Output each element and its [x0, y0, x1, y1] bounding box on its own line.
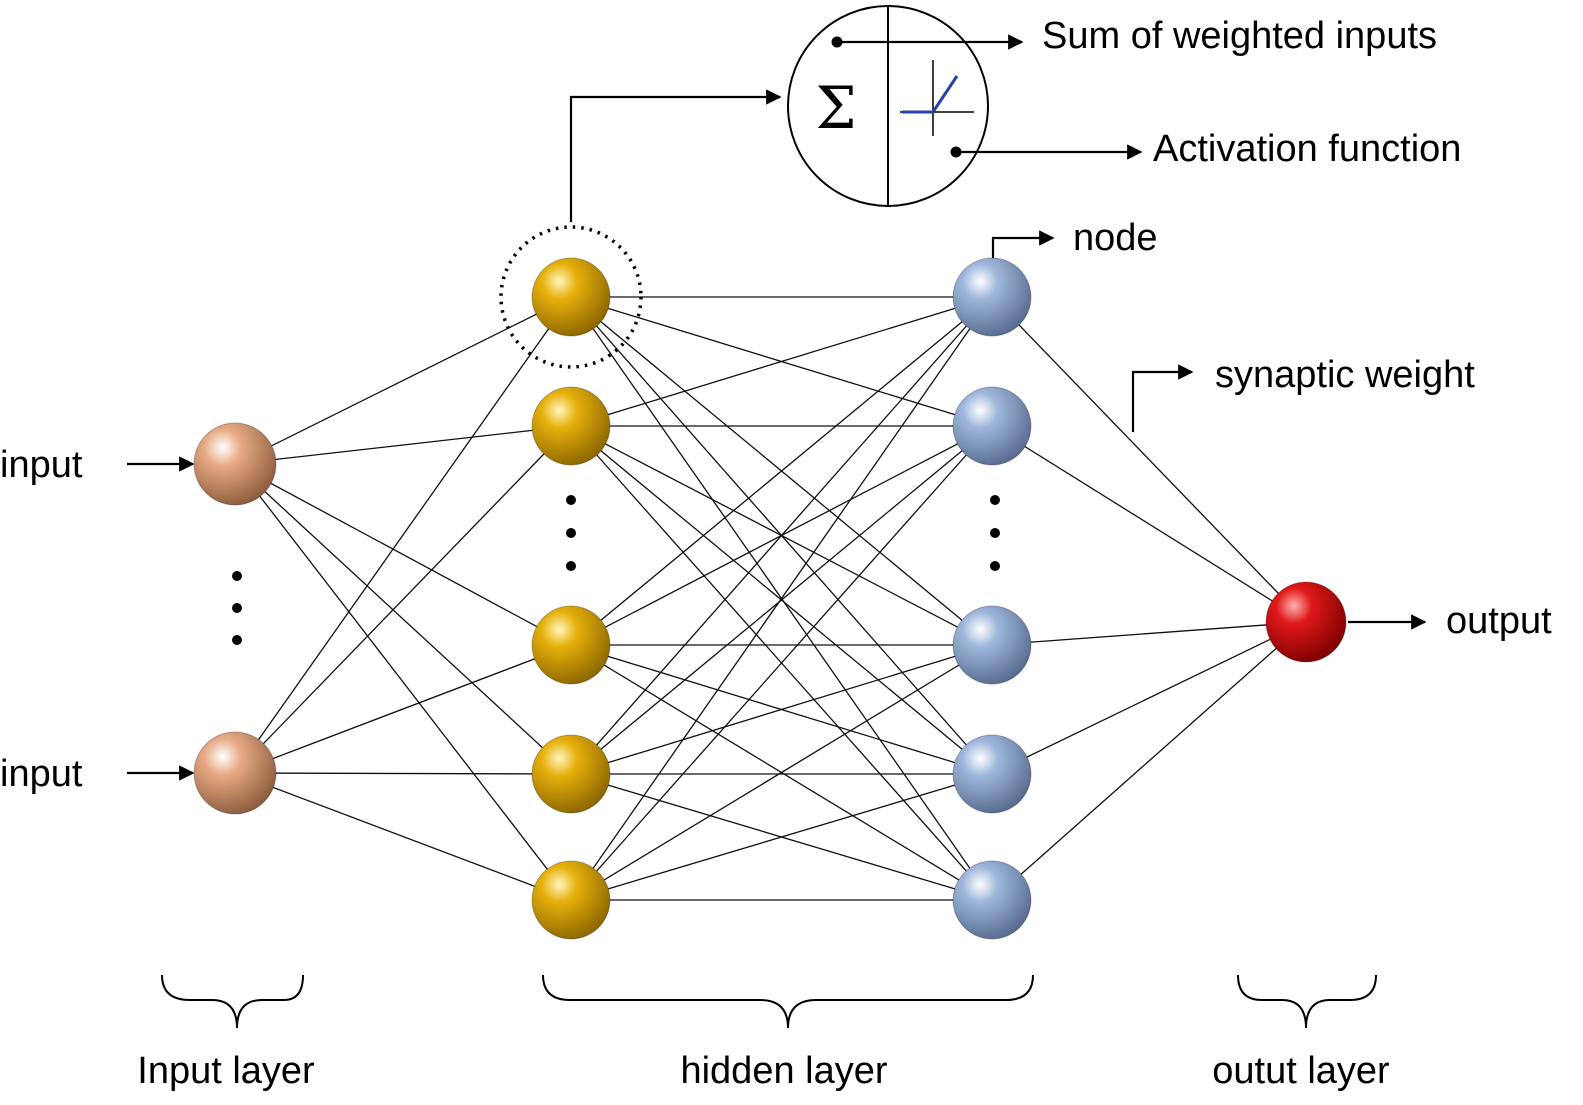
input-layer-brace	[161, 974, 304, 1029]
highlighted-node-ring	[499, 225, 643, 369]
edge-hidden1-5-to-hidden2-3	[570, 644, 993, 901]
sum-of-weighted-inputs-label: Sum of weighted inputs	[1042, 15, 1437, 57]
edge-input-2-to-hidden1-5	[234, 772, 572, 901]
hidden2-node-5	[952, 860, 1032, 940]
edge-input-2-to-hidden1-1	[234, 296, 572, 774]
edge-hidden1-5-to-hidden2-4	[570, 773, 993, 901]
edge-input-2-to-hidden1-3	[234, 644, 572, 774]
hidden1-node-4	[531, 734, 611, 814]
zoom-connector-arrow	[569, 89, 782, 222]
edge-hidden1-2-to-hidden2-1	[570, 296, 993, 427]
edge-hidden1-4-to-hidden2-1	[570, 296, 993, 775]
edge-hidden2-1-to-output-1	[991, 296, 1307, 623]
output-layer-brace	[1237, 974, 1377, 1029]
input-node-2	[193, 731, 277, 815]
hidden-layer-label: hidden layer	[680, 1050, 887, 1092]
output-label: output	[1446, 600, 1552, 642]
edge-hidden2-4-to-output-1	[991, 621, 1307, 775]
hidden2-node-3	[952, 605, 1032, 685]
edge-hidden1-4-to-hidden2-3	[570, 644, 993, 775]
hidden2-node-4	[952, 734, 1032, 814]
edge-hidden1-5-to-hidden2-1	[570, 296, 993, 901]
edge-input-1-to-hidden1-1	[234, 296, 572, 465]
input-label-1: input	[0, 444, 83, 486]
input-node-1	[193, 422, 277, 506]
hidden1-node-2	[531, 386, 611, 466]
synaptic-weight-pointer-arrow	[1131, 364, 1194, 432]
edge-hidden2-2-to-output-1	[991, 425, 1307, 623]
hidden1-node-1	[531, 257, 611, 337]
output-layer-label: outut layer	[1212, 1050, 1390, 1092]
edge-hidden2-5-to-output-1	[991, 621, 1307, 901]
hidden-layer-1-ellipsis	[566, 495, 576, 571]
hidden1-node-5	[531, 860, 611, 940]
edge-hidden2-3-to-output-1	[991, 621, 1307, 646]
edge-hidden1-3-to-hidden2-1	[570, 296, 993, 646]
synaptic-weight-edges	[234, 296, 1307, 901]
hidden2-node-1	[952, 257, 1032, 337]
synaptic-weight-label: synaptic weight	[1215, 354, 1475, 396]
edge-hidden1-4-to-hidden2-2	[570, 425, 993, 775]
edge-input-1-to-hidden1-3	[234, 463, 572, 646]
edge-hidden1-5-to-hidden2-2	[570, 425, 993, 901]
network-nodes	[193, 257, 1347, 940]
node-label: node	[1073, 217, 1158, 259]
activation-function-label: Activation function	[1153, 128, 1461, 170]
input-layer-label: Input layer	[137, 1050, 315, 1092]
edge-input-2-to-hidden1-4	[234, 772, 572, 775]
sigma-symbol: Σ	[815, 74, 856, 142]
input-label-2: input	[0, 753, 83, 795]
activation-function-icon	[900, 60, 974, 136]
edge-input-1-to-hidden1-5	[234, 463, 572, 901]
output-node-1	[1265, 581, 1347, 663]
edge-input-2-to-hidden1-2	[234, 425, 572, 774]
neuron-detail: Σ	[787, 5, 1143, 207]
input-layer-ellipsis	[232, 571, 242, 645]
edge-input-1-to-hidden1-4	[234, 463, 572, 775]
edge-input-1-to-hidden1-2	[234, 425, 572, 465]
hidden-layer-brace	[542, 974, 1034, 1029]
hidden1-node-3	[531, 605, 611, 685]
hidden-layer-2-ellipsis	[990, 495, 1000, 571]
hidden2-node-2	[952, 386, 1032, 466]
